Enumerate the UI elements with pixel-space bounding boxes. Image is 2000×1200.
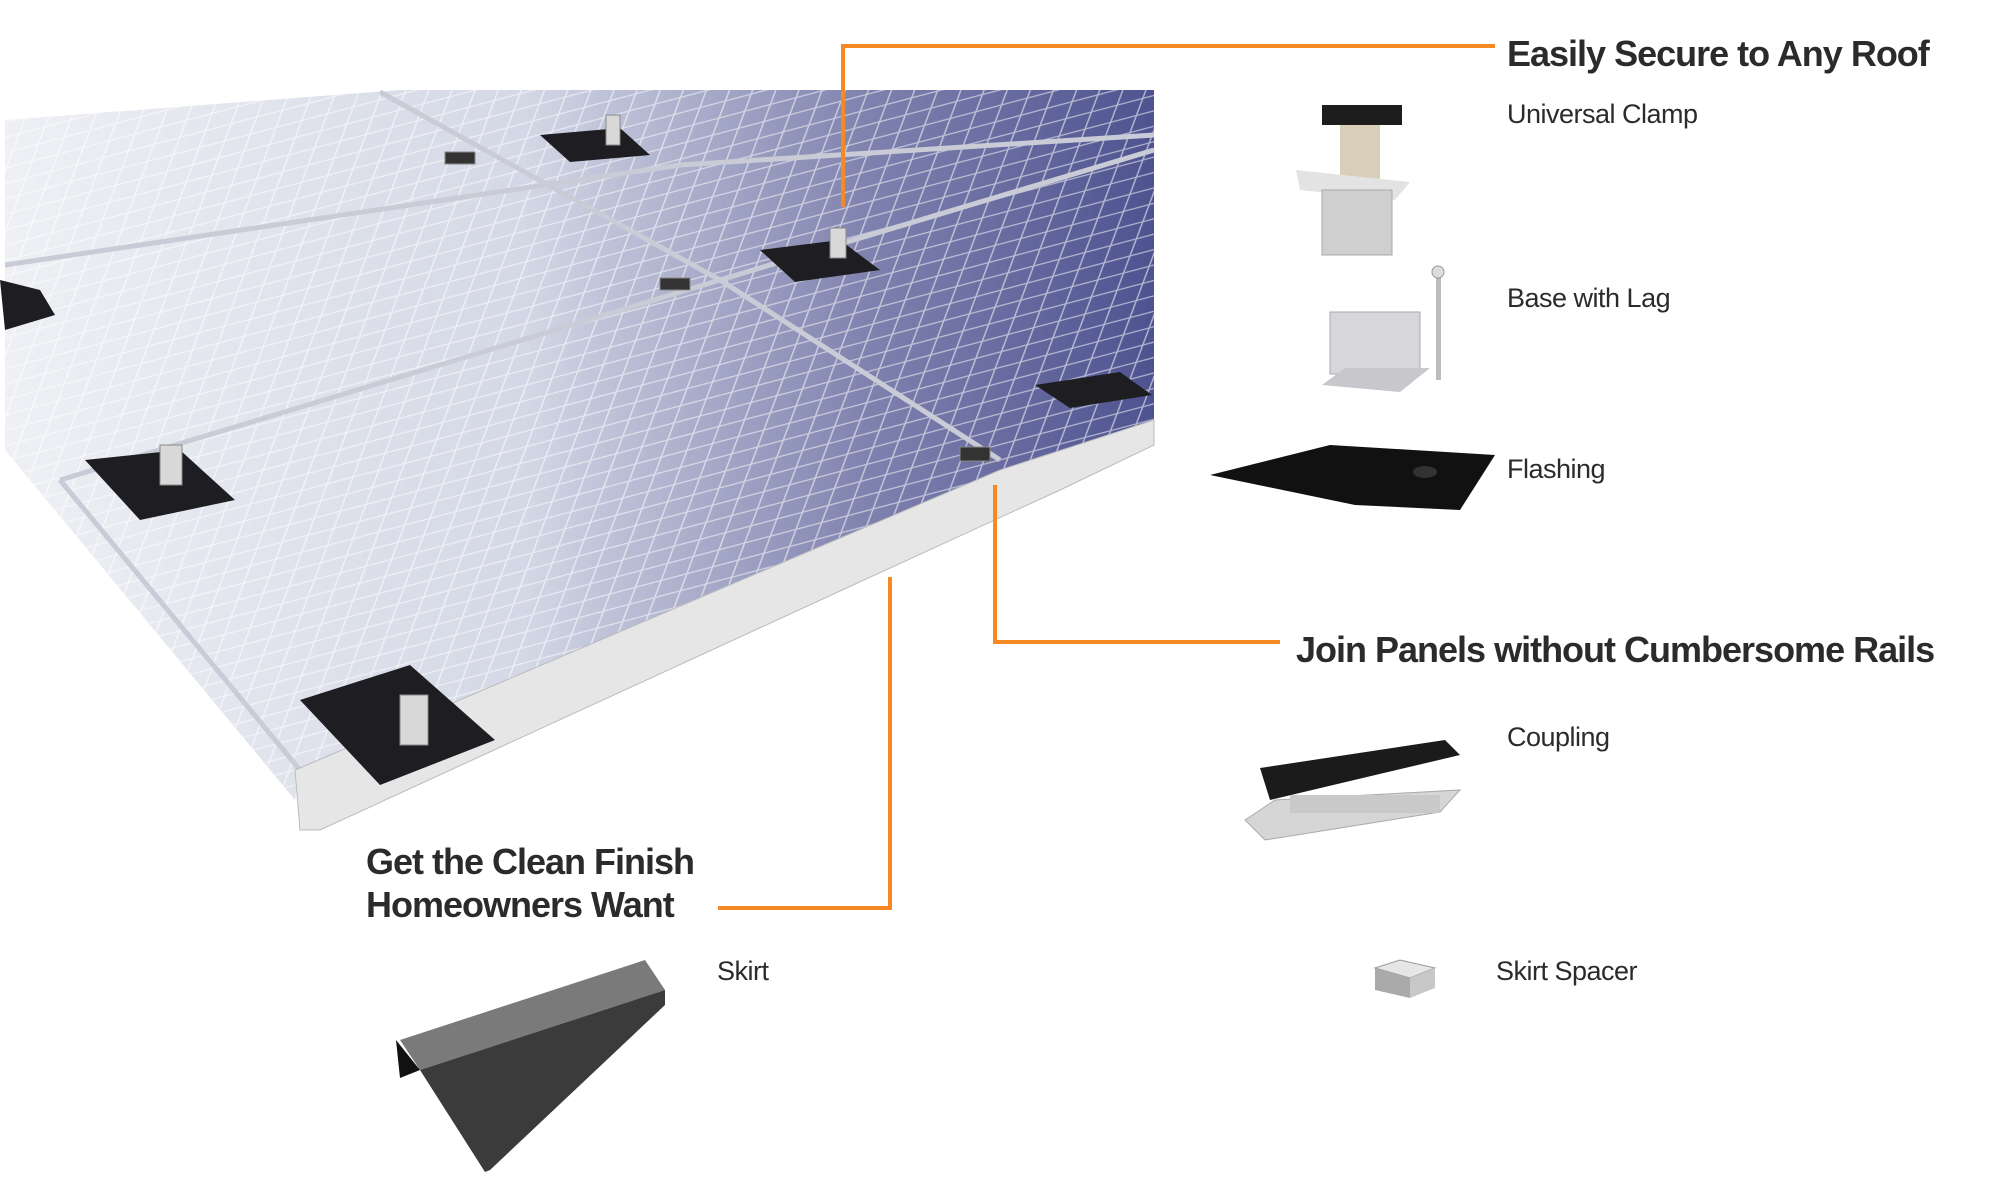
callout-line-roof-h [843,44,1495,48]
label-skirt-spacer: Skirt Spacer [1496,956,1638,986]
callout-line-rails-h [995,640,1280,644]
label-flashing: Flashing [1507,454,1606,484]
headline-join-panels: Join Panels without Cumbersome Rails [1296,629,1935,670]
callout-line-rails-v [993,485,997,644]
coupling-image [1244,740,1462,841]
label-base-with-lag: Base with Lag [1507,283,1671,313]
callout-line-finish-h [718,906,892,910]
headline-secure-roof: Easily Secure to Any Roof [1507,33,1930,74]
callout-line-finish-v [888,577,892,910]
headline-clean-finish-2: Homeowners Want [366,884,675,925]
label-universal-clamp: Universal Clamp [1507,99,1698,129]
base-with-lag-image [1322,265,1445,392]
skirt-edge [294,419,1155,831]
label-coupling: Coupling [1507,722,1610,752]
skirt-image [396,960,665,1172]
callout-line-roof-v [841,44,845,207]
flashing-image [1210,445,1495,510]
headline-clean-finish-1: Get the Clean Finish [366,841,695,882]
label-skirt: Skirt [717,956,769,986]
skirt-spacer-image [1373,959,1437,998]
universal-clamp-image [1296,105,1410,256]
